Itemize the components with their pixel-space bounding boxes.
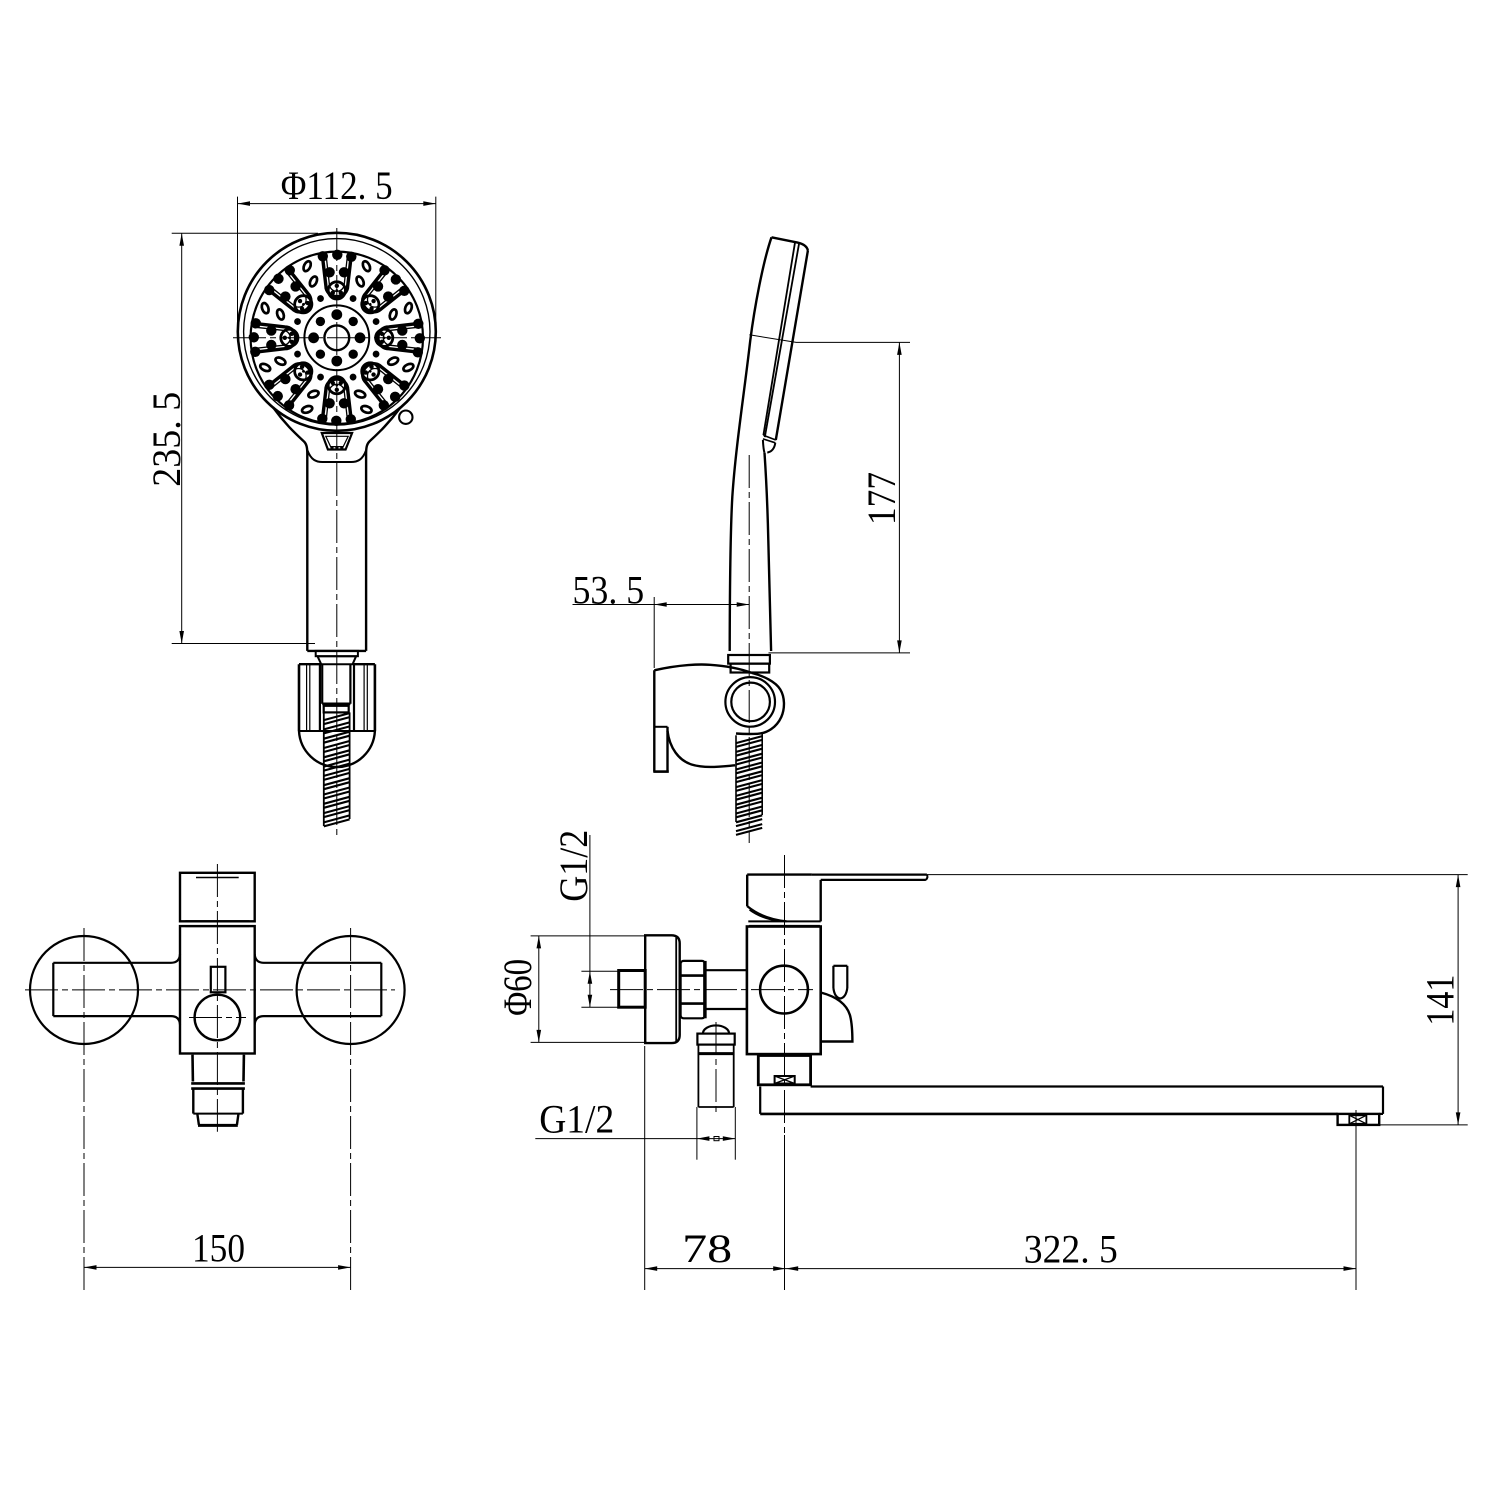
svg-text:Φ112. 5: Φ112. 5 bbox=[281, 163, 393, 208]
svg-text:Φ60: Φ60 bbox=[495, 959, 540, 1016]
svg-text:141: 141 bbox=[1418, 975, 1463, 1026]
svg-text:78: 78 bbox=[682, 1226, 732, 1271]
svg-text:G1/2: G1/2 bbox=[551, 830, 596, 902]
svg-text:235. 5: 235. 5 bbox=[144, 392, 189, 487]
svg-text:53. 5: 53. 5 bbox=[573, 567, 645, 612]
svg-text:G1/2: G1/2 bbox=[539, 1096, 614, 1141]
svg-text:322. 5: 322. 5 bbox=[1024, 1227, 1118, 1272]
svg-text:150: 150 bbox=[192, 1226, 245, 1271]
svg-text:177: 177 bbox=[859, 472, 904, 525]
